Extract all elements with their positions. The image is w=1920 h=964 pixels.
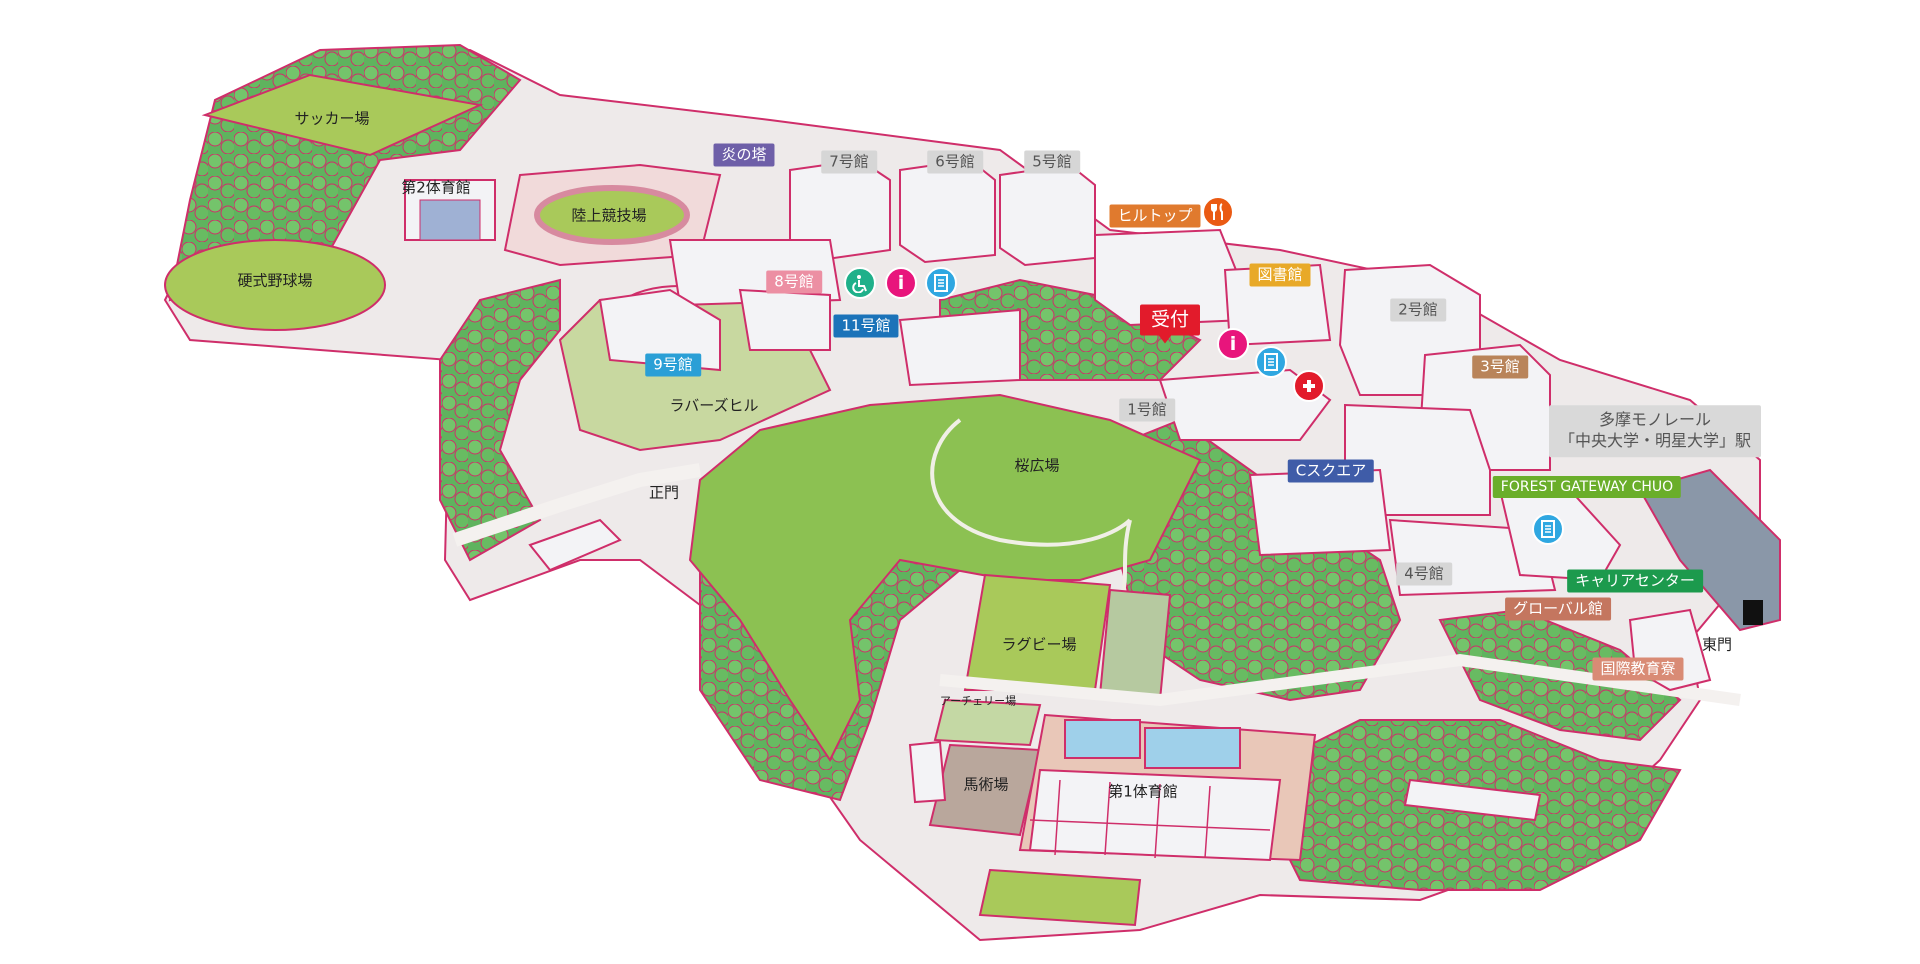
tag-library[interactable]: 図書館: [1249, 263, 1311, 287]
small-building-equestrian: [908, 740, 947, 804]
document-icon[interactable]: [1532, 513, 1564, 545]
tag-building-7[interactable]: 7号館: [821, 150, 877, 174]
info-icon[interactable]: i: [1217, 328, 1249, 360]
tag-forest-gateway-chuo[interactable]: FOREST GATEWAY CHUO: [1492, 476, 1682, 498]
tag-global-hall[interactable]: グローバル館: [1505, 597, 1611, 621]
info-icon[interactable]: i: [885, 267, 917, 299]
tag-building-4[interactable]: 4号館: [1396, 562, 1452, 586]
label-baseball-field: 硬式野球場: [237, 271, 313, 290]
pool-1: [1064, 719, 1141, 759]
monorail-station: [1638, 468, 1781, 632]
tag-building-9[interactable]: 9号館: [645, 353, 701, 377]
tag-reception[interactable]: 受付: [1139, 304, 1201, 344]
station-line-name: 多摩モノレール: [1598, 410, 1712, 430]
document-icon[interactable]: [1255, 346, 1287, 378]
gym2-roof: [419, 199, 481, 241]
soccer-field: [201, 73, 484, 157]
rugby-side: [1098, 588, 1172, 702]
label-main-gate: 正門: [648, 483, 680, 502]
label-sakura-plaza: 桜広場: [1014, 456, 1060, 475]
document-icon[interactable]: [925, 267, 957, 299]
tag-hilltop[interactable]: ヒルトップ: [1109, 204, 1201, 228]
gym1-details: [1029, 779, 1271, 859]
tag-building-1[interactable]: 1号館: [1119, 398, 1175, 422]
label-equestrian-field: 馬術場: [963, 775, 1009, 794]
tag-building-5[interactable]: 5号館: [1024, 150, 1080, 174]
baseball-field: [164, 239, 386, 331]
monorail-station-label[interactable]: 多摩モノレール 「中央大学・明星大学」駅: [1548, 405, 1762, 457]
label-east-gate: 東門: [1701, 635, 1733, 654]
restaurant-icon[interactable]: [1202, 196, 1234, 228]
label-track-field: 陸上競技場: [571, 206, 647, 225]
tag-building-3[interactable]: 3号館: [1472, 355, 1528, 379]
station-entrance: [1743, 600, 1763, 625]
tag-international-dorm[interactable]: 国際教育寮: [1592, 657, 1684, 681]
label-gym2: 第2体育館: [401, 178, 471, 197]
label-rubber-hill: ラバーズヒル: [669, 396, 759, 415]
track-ring: [534, 185, 690, 245]
pool-2: [1144, 727, 1241, 769]
label-rugby-field: ラグビー場: [1001, 635, 1077, 654]
rugby-field: [963, 573, 1112, 691]
forest-west: [439, 278, 561, 562]
tag-career-center[interactable]: キャリアセンター: [1567, 569, 1703, 593]
label-gym1: 第1体育館: [1108, 782, 1178, 801]
tag-building-6[interactable]: 6号館: [927, 150, 983, 174]
tag-building-8[interactable]: 8号館: [766, 270, 822, 294]
archery-field: [933, 698, 1042, 747]
station-name: 「中央大学・明星大学」駅: [1558, 431, 1752, 450]
tag-c-square[interactable]: Cスクエア: [1287, 459, 1375, 483]
accessible-elevator-icon[interactable]: [844, 267, 876, 299]
label-archery-field: アーチェリー場: [939, 694, 1017, 708]
first-aid-icon[interactable]: [1293, 370, 1325, 402]
gym1-building: [1028, 768, 1282, 862]
tag-building-2[interactable]: 2号館: [1390, 298, 1446, 322]
north-buildings: [598, 158, 1712, 692]
tag-building-11[interactable]: 11号館: [833, 314, 899, 338]
south-field: [978, 868, 1142, 927]
road-west: [452, 463, 702, 547]
tag-flame-tower[interactable]: 炎の塔: [713, 143, 775, 167]
label-soccer-field: サッカー場: [294, 109, 370, 128]
small-building-sw: [528, 518, 622, 572]
small-building-se: [1403, 778, 1542, 822]
